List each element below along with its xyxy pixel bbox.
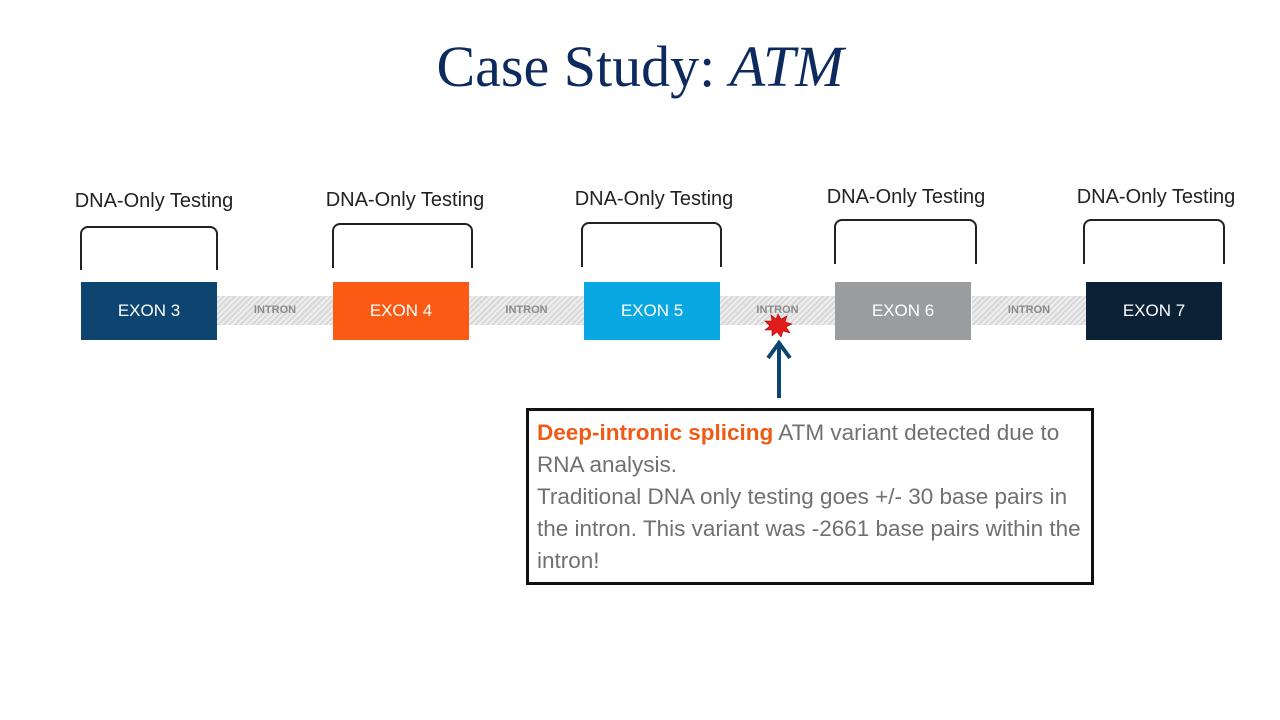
exon-6-block: EXON 6: [835, 282, 971, 340]
exon-4-block: EXON 4: [333, 282, 469, 340]
callout-box: Deep-intronic splicing ATM variant detec…: [526, 408, 1094, 585]
bracket-exon3: [80, 226, 218, 270]
intron-label-2: INTRON: [505, 304, 548, 316]
intron-label-3: INTRON: [756, 304, 799, 316]
exon-5-block: EXON 5: [584, 282, 720, 340]
intron-label-4: INTRON: [1007, 304, 1051, 316]
variant-starburst-icon: [764, 313, 793, 338]
intron-4: [972, 296, 1086, 325]
title-gene: ATM: [729, 34, 844, 99]
variant-arrow-head-icon: [766, 339, 792, 360]
bracket-exon6: [834, 219, 977, 264]
exon-7-block: EXON 7: [1086, 282, 1222, 340]
bracket-exon5: [581, 222, 722, 267]
slide-title: Case Study: ATM: [0, 32, 1280, 102]
testing-label-exon6: DNA-Only Testing: [826, 186, 986, 208]
intron-label-1: INTRON: [253, 304, 297, 316]
testing-label-exon4: DNA-Only Testing: [325, 189, 485, 211]
title-text: Case Study:: [436, 34, 730, 99]
exon-3-block: EXON 3: [81, 282, 217, 340]
testing-label-exon7: DNA-Only Testing: [1076, 186, 1236, 208]
intron-2: [469, 296, 584, 325]
testing-label-exon5: DNA-Only Testing: [574, 188, 734, 210]
bracket-exon4: [332, 223, 473, 268]
testing-label-exon3: DNA-Only Testing: [74, 190, 234, 212]
callout-line1: ATM variant detected due to RNA analysis…: [537, 420, 1060, 477]
callout-highlight: Deep-intronic splicing: [537, 420, 774, 445]
bracket-exon7: [1083, 219, 1225, 264]
intron-1: [217, 296, 333, 325]
callout-line2: Traditional DNA only testing goes +/- 30…: [537, 484, 1081, 573]
